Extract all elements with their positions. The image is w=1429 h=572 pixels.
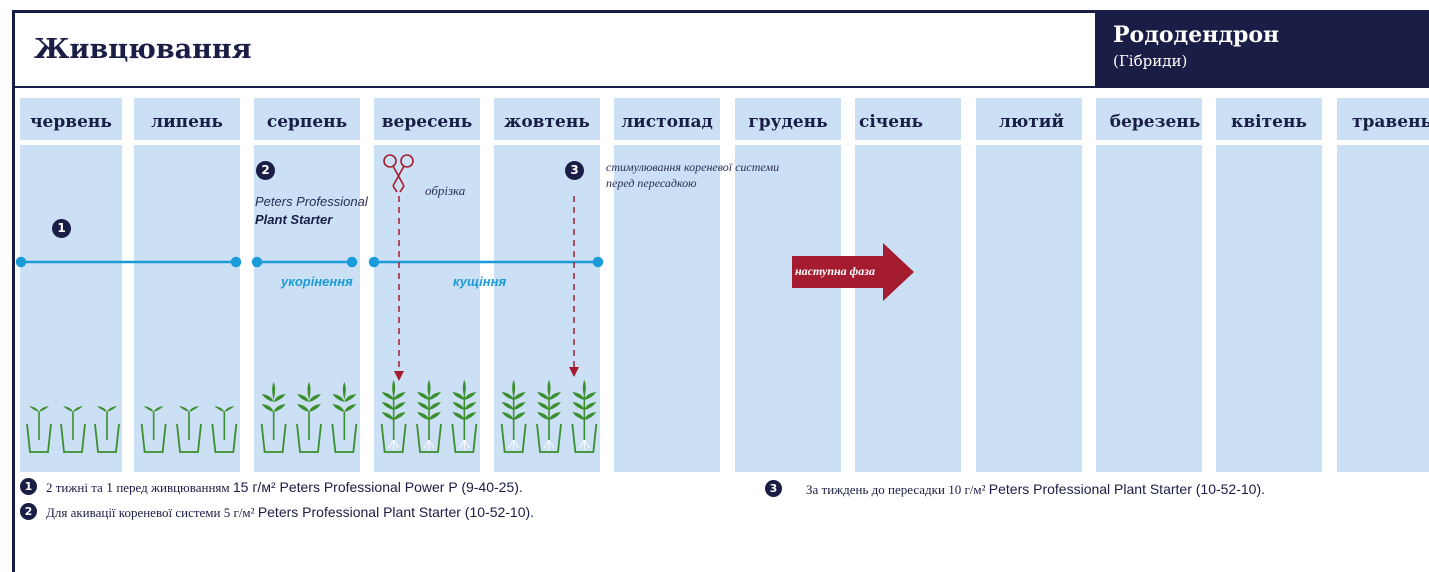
frame-border-left [12,10,15,572]
seedling-icon [536,380,562,453]
month-header-4 [374,98,480,140]
note-marker-3: 3 [765,480,782,497]
month-column-2 [134,145,240,472]
note-1-part-a: 2 тижні та [46,480,103,495]
arrow-right-icon [792,243,914,301]
month-label-11: квітень [1231,112,1307,132]
month-label-10: березень [1109,112,1201,132]
month-header-12 [1337,98,1429,140]
month-label-8: січень [859,112,924,132]
note-1-part-d: 15 г/м² Peters Professional Power P (9-4… [232,479,523,495]
phase-tillering-label: кущіння [453,274,507,289]
month-label-9: лютий [998,112,1064,132]
month-label-2: липень [151,112,223,132]
month-column-6 [614,145,720,472]
month-column-1 [20,145,122,472]
marker-1: 1 [52,219,71,238]
month-header-1 [20,98,122,140]
month-label-3: серпень [266,112,348,132]
month-header-9 [976,98,1082,140]
month-column-10 [1096,145,1202,472]
page-title: Живцювання [34,34,252,65]
root-stimulation-line1: стимулювання кореневої системи [606,160,780,174]
month-label-5: жовтень [504,112,590,132]
month-column-7 [735,145,841,472]
note-1: 2 тижні та 1 перед живцюванням 15 г/м² P… [46,479,523,497]
seedling-icon [140,406,167,453]
note-3: За тиждень до пересадки 10 г/м² Peters P… [806,481,1265,498]
seedling-icon [60,406,86,453]
month-column-11 [1216,145,1322,472]
seedling-icon [380,380,407,453]
next-phase-label: наступна фаза [795,264,875,278]
month-header-7 [735,98,841,140]
seedling-icon [296,382,322,453]
month-column-8 [855,145,961,472]
marker-2: 2 [256,161,275,180]
note-1-part-b: 1 [106,481,114,496]
dashed-arrows [394,196,579,381]
marker-3: 3 [565,161,584,180]
pruning-label: обрізка [425,183,466,198]
month-label-6: листопад [621,112,713,132]
note-marker-2: 2 [20,503,37,520]
month-label-1: червень [30,112,112,132]
month-header-6 [614,98,720,140]
note-2-part-a: Для акивації кореневої системи 5 г/м² [46,505,255,520]
note-1-part-c: перед живцюванням [116,480,230,495]
plant-rows [26,380,598,453]
month-header-2 [134,98,240,140]
month-header-8 [855,98,961,140]
fertilizer-line1: Peters Professional [255,194,368,209]
seedling-icon [571,380,598,453]
seedling-icon [26,406,52,453]
month-label-4: вересень [381,112,473,132]
month-header-10 [1096,98,1202,140]
fertilizer-line2: Plant Starter [255,212,333,227]
seedling-icon [260,382,287,453]
note-2-part-b: Peters Professional Plant Starter (10-52… [257,504,535,520]
month-column-12 [1337,145,1429,472]
note-2: Для акивації кореневої системи 5 г/м² Pe… [46,504,534,521]
month-header-5 [494,98,600,140]
scissors-icon [383,154,414,193]
seedling-icon [211,406,238,453]
month-label-12: травень [1352,112,1429,132]
seedling-icon [331,382,358,453]
seedling-icon [451,380,478,453]
seedling-icon [176,406,202,453]
frame-border-top [12,10,1429,13]
seedling-icon [500,380,527,453]
month-header-3 [254,98,360,140]
timeline [15,256,604,268]
root-stimulation-line2: перед пересадкою [606,176,697,190]
seedling-icon [416,380,442,453]
note-3-part-b: Peters Professional Plant Starter (10-52… [988,481,1266,497]
month-column-9 [976,145,1082,472]
plant-box: Рододендрон (Гібриди) [1095,12,1429,86]
header-divider [12,86,1429,88]
month-header-11 [1216,98,1322,140]
seedling-icon [94,406,120,453]
note-3-part-a: За тиждень до пересадки 10 г/м² [806,482,986,497]
month-column-3 [254,145,360,472]
plant-name: Рододендрон [1113,22,1280,48]
month-label-7: грудень [748,112,828,132]
plant-subtitle: (Гібриди) [1113,52,1188,70]
phase-rooting-label: укорінення [281,274,353,289]
note-marker-1: 1 [20,478,37,495]
